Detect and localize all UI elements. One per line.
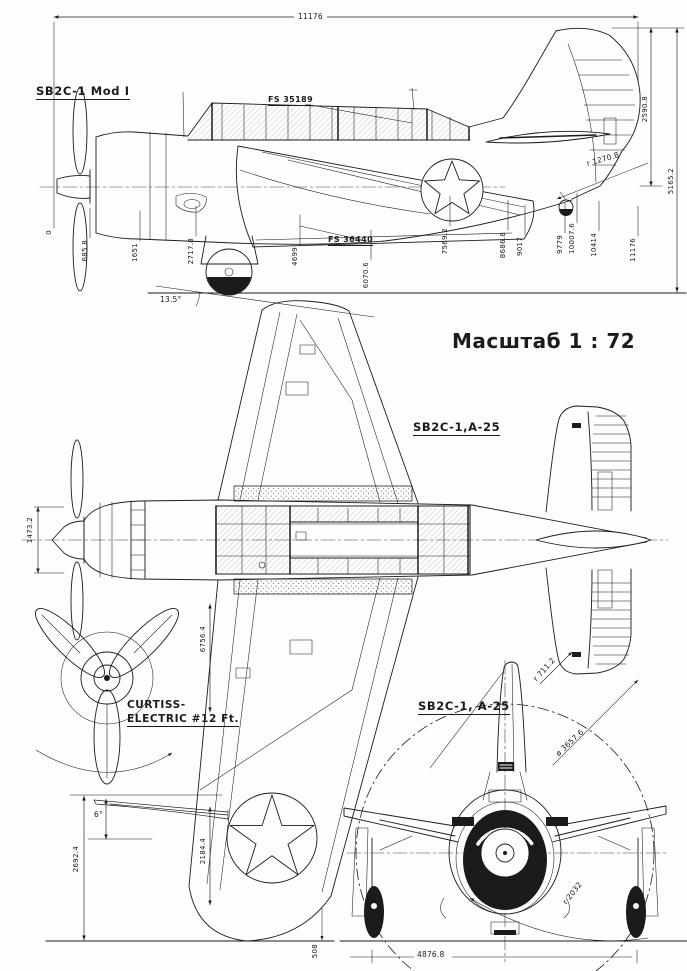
station-dim-1: 685.8 — [81, 240, 89, 262]
side-view-title: SB2C-1 Mod I — [36, 84, 130, 100]
dihedral-angle-dim: 6° — [94, 810, 103, 819]
sheet-scale-title: Масштаб 1 : 72 — [452, 329, 636, 353]
station-dim-2: 1651 — [131, 243, 139, 263]
nose-width-dim: 1473.2 — [26, 517, 34, 544]
propeller-maker-line1: CURTISS- — [127, 699, 186, 711]
front-view-title: SB2C-1, A-25 — [418, 699, 510, 715]
propeller-front-detail — [35, 608, 179, 785]
station-dim-9: 9779 — [556, 235, 564, 255]
plan-view-title: SB2C-1,A-25 — [413, 420, 501, 436]
ground-angle-dim: 13.5° — [160, 295, 182, 304]
tip-height-dim: 2184.4 — [199, 838, 207, 865]
station-dim-4: 4699 — [291, 247, 299, 267]
plan-view-drawing — [21, 300, 669, 942]
side-view-drawing — [39, 15, 687, 318]
span-station-dim: 6756.4 — [199, 626, 207, 653]
station-dim-7: 8686.8 — [499, 232, 507, 259]
fin-height-dim: 2590.8 — [641, 96, 649, 123]
station-dim-10: 10007.6 — [568, 223, 576, 255]
overall-height-dim: 5165.2 — [667, 168, 675, 195]
station-dim-5: 6070.6 — [362, 262, 370, 289]
overall-length-dim: 11176 — [294, 12, 327, 21]
station-dim-11: 10414 — [590, 233, 598, 257]
fs-wing-label: FS 36440 — [328, 235, 374, 246]
station-dim-8: 9017 — [516, 237, 524, 257]
front-view-drawing — [339, 659, 687, 971]
wing-dihedral-detail — [45, 794, 335, 942]
wing-height-dim: 2692.4 — [72, 846, 80, 873]
fs-canopy-label: FS 35189 — [268, 95, 314, 106]
station-dim-12: 11176 — [629, 238, 637, 262]
propeller-maker-line2: ELECTRIC #12 Ft. — [127, 713, 240, 727]
station-dim-3: 2717.8 — [187, 238, 195, 265]
station-dim-6: 7569.2 — [441, 228, 449, 255]
station-dim-0: 0 — [45, 230, 53, 235]
clearance-dim: 508 — [311, 944, 319, 959]
wheel-track-dim: 4876.8 — [417, 950, 445, 959]
